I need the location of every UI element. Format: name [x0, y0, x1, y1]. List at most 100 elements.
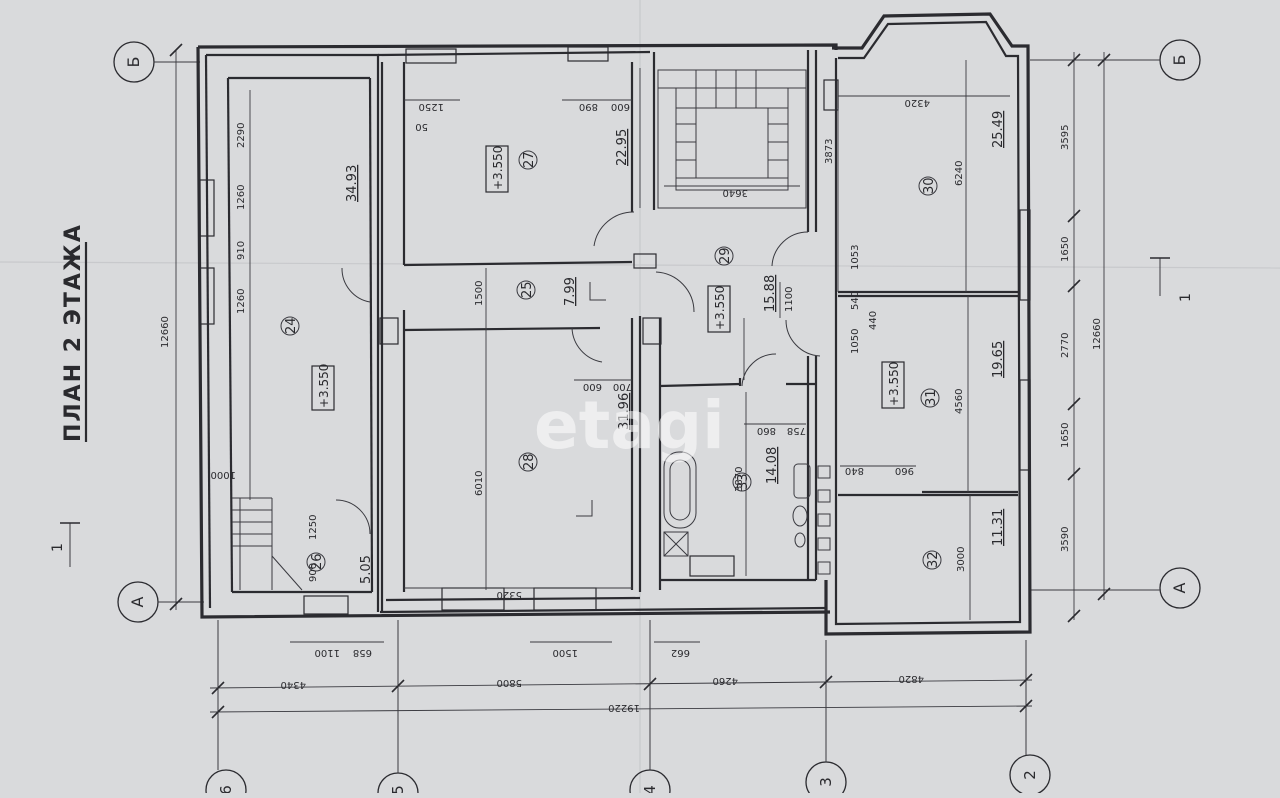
room-area: 5.05: [359, 555, 374, 584]
dim-label: 3000: [956, 547, 967, 572]
room-area: 7.99: [563, 277, 578, 306]
dim-label: 1000: [211, 469, 236, 480]
room-number: 33: [736, 473, 751, 490]
dim-label: 1100: [315, 647, 340, 658]
axis-label: 6: [217, 785, 235, 793]
dim-label: 700: [613, 381, 632, 392]
dim-label: 2770: [1060, 333, 1071, 358]
dim-label: 2290: [236, 123, 247, 148]
toilet-icon: [792, 505, 808, 527]
dim-label: 19220: [608, 702, 640, 713]
section-mark-label: 1: [1178, 293, 1194, 302]
level-marker: +3.550: [317, 364, 331, 408]
room-number: 32: [926, 551, 941, 568]
axis-bubble-a-right: А: [1159, 567, 1201, 609]
dim-label: 4820: [899, 673, 924, 684]
section-mark-label: 1: [50, 543, 66, 552]
room-area: 11.31: [991, 509, 1006, 546]
room-number: 28: [522, 453, 537, 470]
dim-label: 6240: [954, 161, 965, 186]
dim-label: 658: [353, 647, 372, 658]
exterior-dimension-chains: [169, 43, 1111, 719]
axis-label: А: [128, 596, 147, 607]
dim-label: 4560: [954, 389, 965, 414]
room-area: 25.49: [991, 111, 1006, 148]
dim-label: 440: [868, 311, 879, 330]
room-markers: 24 25 26 27 28 29 30 31 32 33: [280, 150, 942, 572]
shower-icon: [663, 531, 689, 557]
room-number: 27: [522, 151, 537, 168]
dim-label: 860: [757, 425, 776, 436]
room-area: 22.95: [615, 129, 630, 166]
dim-label: 12660: [1092, 318, 1103, 350]
bathroom-fixtures: [663, 451, 831, 575]
dim-label: 12660: [160, 316, 171, 348]
axis-label: 5: [389, 785, 407, 793]
level-marker: +3.550: [713, 286, 727, 330]
dim-label: 600: [611, 101, 630, 112]
axis-label: Б: [124, 57, 143, 68]
room-area: 19.65: [991, 341, 1006, 378]
doors: [335, 211, 821, 535]
dim-label: 890: [579, 101, 598, 112]
dim-label: 1500: [474, 281, 485, 306]
dim-label: 600: [583, 381, 602, 392]
axis-bubble-6: 6: [205, 769, 247, 798]
level-markers: +3.550 +3.550 +3.550 +3.550: [311, 145, 905, 411]
axis-label: 2: [1021, 770, 1039, 780]
room-number: 26: [310, 553, 325, 570]
bidet-icon: [794, 532, 806, 548]
dim-label: 758: [787, 425, 806, 436]
dim-label: 1500: [553, 647, 578, 658]
axis-label: Б: [1170, 55, 1189, 66]
dim-label: 6010: [474, 471, 485, 496]
bathtub-icon: [663, 451, 697, 529]
section-mark-left: 1: [50, 522, 80, 567]
level-marker: +3.550: [491, 146, 505, 190]
plan-title: ПЛАН 2 ЭТАЖА: [61, 223, 86, 442]
section-mark-right: 1: [1150, 257, 1194, 302]
dim-label: 3640: [723, 187, 748, 198]
internal-dimension-lines: [249, 60, 1010, 620]
dim-label: 1260: [236, 185, 247, 210]
dim-label: 3595: [1060, 125, 1071, 150]
dim-label: 1100: [784, 287, 795, 312]
axis-lines: [154, 59, 1160, 773]
dim-label: 4320: [905, 97, 930, 108]
dim-label: 1260: [236, 289, 247, 314]
dim-label: 1650: [1060, 423, 1071, 448]
room-areas: 34.93 7.99 5.05 22.95 31.96 15.88 25.49 …: [345, 111, 1006, 584]
dim-label: 1650: [1060, 237, 1071, 262]
dim-label: 4260: [713, 675, 738, 686]
dim-label: 50: [415, 121, 428, 132]
level-marker: +3.550: [887, 362, 901, 406]
dim-label: 662: [671, 647, 690, 658]
dim-label: 1050: [850, 329, 861, 354]
stair-block: [657, 69, 807, 209]
dim-label: 960: [895, 465, 914, 476]
room-area: 14.08: [765, 447, 780, 484]
dimension-labels: 12660 12660 19220 4340 5800 4260 4820 11…: [160, 97, 1103, 713]
sink-icon: [793, 463, 811, 499]
axis-label: А: [1170, 582, 1189, 593]
dim-label: 3873: [824, 139, 835, 164]
room-number: 29: [718, 247, 733, 264]
dim-label: 1053: [850, 245, 861, 270]
room-number: 24: [284, 317, 299, 334]
dim-label: 5800: [497, 677, 522, 688]
dim-label: 910: [236, 241, 247, 260]
exterior-walls: [196, 12, 1032, 636]
dim-label: 1250: [308, 515, 319, 540]
room-area: 31.96: [617, 393, 632, 430]
stair-small: [232, 497, 303, 591]
dim-label: 5320: [497, 589, 522, 600]
dim-label: 840: [845, 465, 864, 476]
dim-label: 3870: [734, 467, 745, 492]
axis-label: 3: [817, 777, 835, 787]
dim-label: 540: [850, 291, 861, 310]
watermark: etagi: [534, 387, 725, 464]
axis-label: 4: [641, 785, 659, 793]
room-number: 25: [520, 281, 535, 298]
